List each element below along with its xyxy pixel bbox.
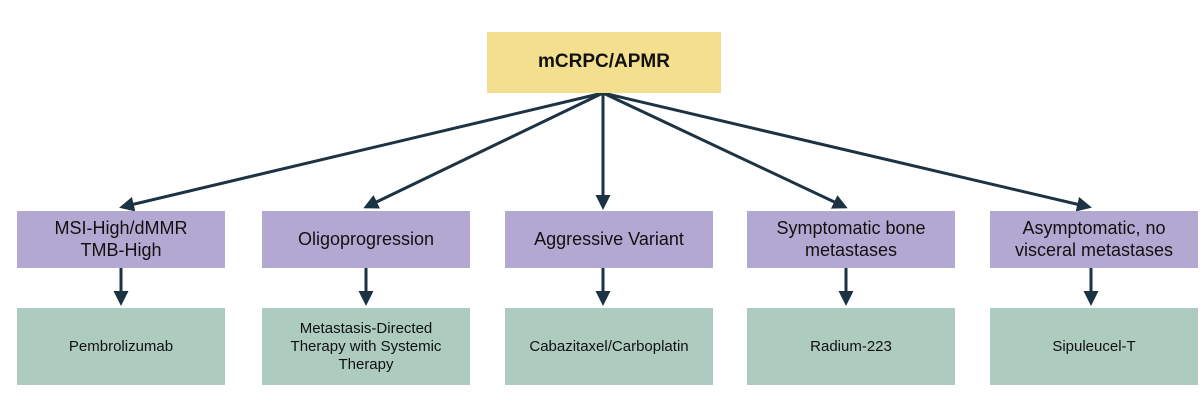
category-label: Asymptomatic, no visceral metastases xyxy=(1014,217,1174,260)
category-node-oligoprogression: Oligoprogression xyxy=(262,211,470,268)
category-label: Oligoprogression xyxy=(297,228,435,249)
root-node-label: mCRPC/APMR xyxy=(538,51,670,73)
treatment-label: Metastasis-Directed Therapy with Systemi… xyxy=(290,319,442,373)
treatment-node-cabazitaxel: Cabazitaxel/Carboplatin xyxy=(505,308,713,385)
treatment-node-metastasis-directed: Metastasis-Directed Therapy with Systemi… xyxy=(262,308,470,385)
category-label: Aggressive Variant xyxy=(534,228,684,249)
treatment-label: Pembrolizumab xyxy=(68,337,174,355)
category-node-aggressive-variant: Aggressive Variant xyxy=(505,211,713,268)
category-label: MSI-High/dMMR TMB-High xyxy=(54,217,188,260)
arrow-root-to-category-1 xyxy=(363,91,604,209)
category-node-msi-high: MSI-High/dMMR TMB-High xyxy=(17,211,225,268)
treatment-node-radium: Radium-223 xyxy=(747,308,955,385)
treatment-label: Radium-223 xyxy=(810,337,892,355)
arrow-root-to-category-3 xyxy=(602,91,848,209)
treatment-label: Sipuleucel-T xyxy=(1052,337,1136,355)
category-node-symptomatic-bone: Symptomatic bone metastases xyxy=(747,211,955,268)
treatment-node-sipuleucel: Sipuleucel-T xyxy=(990,308,1198,385)
root-node: mCRPC/APMR xyxy=(487,32,721,93)
treatment-label: Cabazitaxel/Carboplatin xyxy=(529,337,689,355)
category-label: Symptomatic bone metastases xyxy=(776,217,926,260)
category-node-asymptomatic: Asymptomatic, no visceral metastases xyxy=(990,211,1198,268)
arrow-root-to-category-0 xyxy=(119,91,604,212)
arrow-root-to-category-4 xyxy=(602,91,1092,212)
treatment-node-pembrolizumab: Pembrolizumab xyxy=(17,308,225,385)
